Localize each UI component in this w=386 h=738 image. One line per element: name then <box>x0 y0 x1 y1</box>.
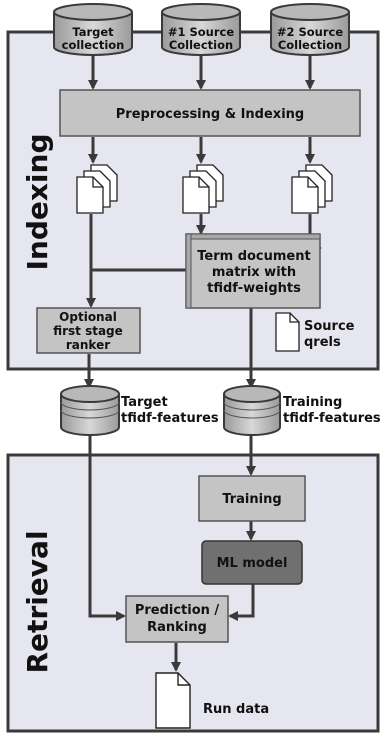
term-matrix-label-1: Term document <box>197 249 310 264</box>
source-qrels-label-2: qrels <box>304 335 341 350</box>
source2-collection-label-2: Collection <box>278 38 342 52</box>
first-stage-label-1: Optional <box>59 310 117 324</box>
source2-collection-cylinder: #2 Source Collection <box>270 3 350 56</box>
arrow-mlmodel-to-prediction <box>228 584 255 621</box>
training-box: Training <box>198 475 306 522</box>
run-data-document <box>155 672 191 729</box>
source-qrels-document <box>275 312 300 352</box>
source1-collection-label-2: Collection <box>169 38 233 52</box>
target-features-label-2: tfidf-features <box>121 411 219 426</box>
indexing-section-label: Indexing <box>21 133 54 270</box>
preprocessing-box: Preprocessing & Indexing <box>59 89 361 137</box>
term-matrix-label-3: tfidf-weights <box>207 281 301 296</box>
training-features-cylinder <box>223 385 281 436</box>
term-matrix-box: Term document matrix with tfidf-weights <box>185 233 321 309</box>
term-matrix-label-2: matrix with <box>212 265 296 280</box>
prediction-label-1: Prediction / <box>135 603 220 618</box>
ml-model-label: ML model <box>217 556 288 571</box>
first-stage-ranker-box: Optional first stage ranker <box>36 307 141 354</box>
training-label: Training <box>222 492 281 507</box>
target-collection-label-1: Target <box>72 25 114 39</box>
retrieval-panel <box>6 453 380 733</box>
doc-stack-source1 <box>182 164 224 214</box>
target-features-cylinder <box>60 385 120 436</box>
first-stage-label-3: ranker <box>66 338 110 352</box>
target-collection-label-2: collection <box>62 38 125 52</box>
training-features-label-2: tfidf-features <box>283 411 381 426</box>
target-collection-cylinder: Target collection <box>53 3 133 56</box>
training-features-label-1: Training <box>283 395 342 410</box>
source1-collection-cylinder: #1 Source Collection <box>161 3 241 56</box>
ml-model-box: ML model <box>201 540 303 585</box>
doc-stack-source2 <box>291 164 333 214</box>
source-qrels-label-1: Source <box>304 319 355 334</box>
first-stage-label-2: first stage <box>53 324 123 338</box>
source2-collection-label-1: #2 Source <box>277 25 343 39</box>
target-features-label-1: Target <box>121 395 168 410</box>
retrieval-section-label: Retrieval <box>21 530 54 673</box>
arrow-target-features-to-prediction <box>88 434 126 621</box>
preprocessing-label: Preprocessing & Indexing <box>116 107 304 122</box>
run-data-label: Run data <box>203 702 269 717</box>
doc-stack-target <box>76 164 118 214</box>
source1-collection-label-1: #1 Source <box>168 25 234 39</box>
prediction-box: Prediction / Ranking <box>125 595 229 643</box>
prediction-label-2: Ranking <box>147 620 207 635</box>
